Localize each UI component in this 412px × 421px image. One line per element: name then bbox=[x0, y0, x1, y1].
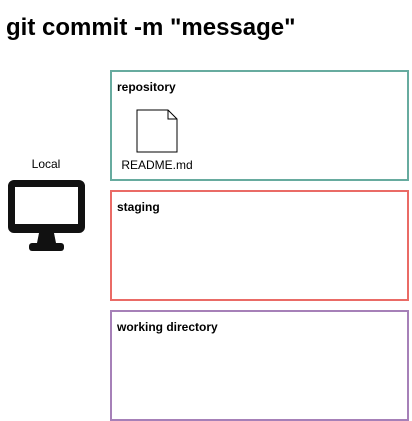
working-directory-box: working directory bbox=[110, 310, 409, 421]
staging-label: staging bbox=[117, 200, 160, 214]
file-icon bbox=[136, 109, 178, 153]
computer-icon bbox=[8, 180, 85, 251]
repository-box: repository README.md bbox=[110, 70, 409, 181]
file-name-label: README.md bbox=[121, 158, 193, 172]
working-directory-label: working directory bbox=[117, 320, 218, 334]
local-label: Local bbox=[31, 157, 61, 171]
repository-label: repository bbox=[117, 80, 176, 94]
diagram-title: git commit -m "message" bbox=[6, 14, 296, 41]
staging-box: staging bbox=[110, 190, 409, 301]
